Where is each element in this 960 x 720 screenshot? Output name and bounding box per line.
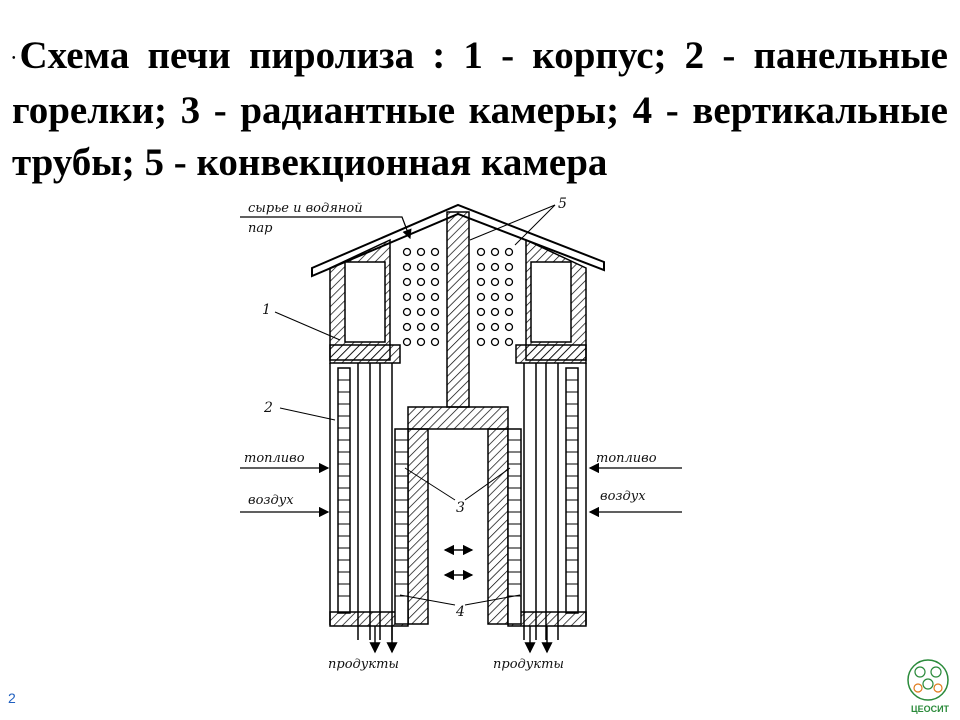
convection-tubes bbox=[402, 247, 514, 347]
radiant-chamber-right bbox=[507, 363, 587, 640]
roof bbox=[311, 203, 605, 278]
housing-left bbox=[329, 238, 587, 364]
callout-5: 5 bbox=[558, 196, 567, 212]
label-products-right: продукты bbox=[493, 657, 564, 672]
leader-2 bbox=[279, 407, 336, 421]
feed-inlet bbox=[240, 216, 412, 240]
leader-3b bbox=[464, 467, 511, 501]
callout-1: 1 bbox=[262, 302, 271, 318]
radiant-chamber-left bbox=[329, 363, 409, 640]
label-feed-2: пар bbox=[248, 221, 273, 236]
callout-3: 3 bbox=[456, 500, 465, 516]
label-feed: сырье и водяной bbox=[248, 201, 363, 216]
callout-4: 4 bbox=[455, 604, 465, 620]
leader-3a bbox=[404, 467, 456, 501]
ceosit-logo: ЦЕОСИТ bbox=[907, 659, 950, 714]
radiation-arrows bbox=[443, 544, 474, 581]
page-number: 2 bbox=[8, 690, 16, 706]
burner-panel-left bbox=[338, 379, 350, 597]
center-column bbox=[407, 211, 509, 625]
caption: •Схема печи пиролиза : 1 - корпус; 2 - п… bbox=[12, 30, 948, 189]
label-air-right: воздух bbox=[600, 489, 646, 504]
product-outlets bbox=[369, 626, 553, 654]
caption-bullet: • bbox=[12, 53, 16, 65]
label-fuel-right: топливо bbox=[596, 451, 657, 466]
caption-text: Схема печи пиролиза : 1 - корпус; 2 - па… bbox=[12, 34, 948, 185]
leader-5a bbox=[469, 204, 556, 241]
leader-4a bbox=[399, 594, 456, 606]
burner-panel-right bbox=[566, 379, 578, 597]
label-air-left: воздух bbox=[248, 493, 294, 508]
label-fuel-left: топливо bbox=[244, 451, 305, 466]
leader-1 bbox=[274, 311, 341, 341]
logo-text: ЦЕОСИТ bbox=[911, 704, 950, 714]
leader-5b bbox=[514, 204, 556, 246]
leader-4b bbox=[464, 594, 521, 606]
label-products-left: продукты bbox=[328, 657, 399, 672]
callout-2: 2 bbox=[263, 400, 273, 416]
